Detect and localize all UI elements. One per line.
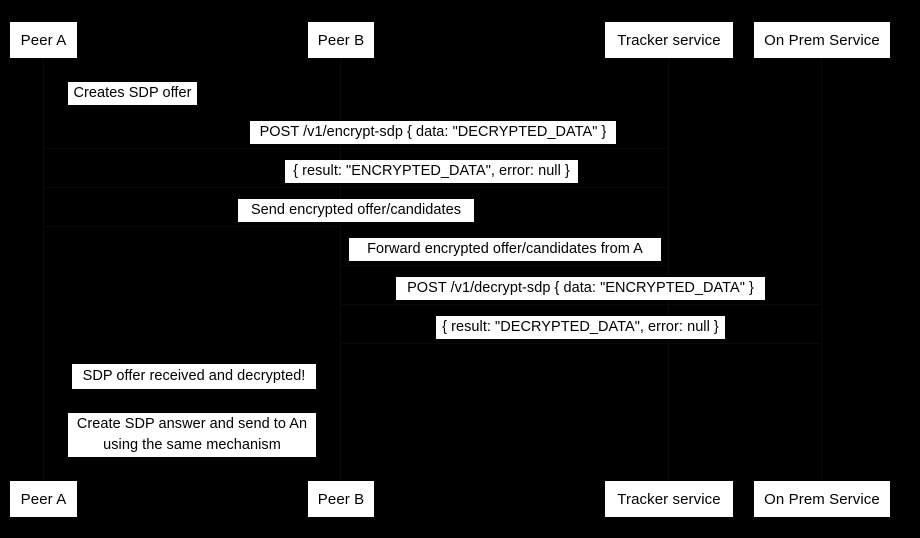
arrow-m2 (43, 148, 668, 149)
participant-on-prem-service-bottom[interactable]: On Prem Service (754, 481, 890, 517)
message-label-result-decrypted-data: { result: "DECRYPTED_DATA", error: null … (436, 316, 725, 339)
message-text: Forward encrypted offer/candidates from … (367, 240, 643, 257)
arrow-m5 (340, 265, 668, 266)
message-text: Send encrypted offer/candidates (250, 201, 462, 218)
message-label-create-sdp-answer: Create SDP answer and send to An using t… (68, 413, 316, 457)
participant-on-prem-service-top[interactable]: On Prem Service (754, 22, 890, 58)
message-label-creates-sdp-offer: Creates SDP offer (68, 82, 197, 105)
message-label-result-encrypted-data: { result: "ENCRYPTED_DATA", error: null … (285, 160, 578, 183)
participant-tracker-service-bottom[interactable]: Tracker service (605, 481, 733, 517)
participant-label: Tracker service (617, 31, 721, 49)
message-label-post-encrypt-sdp: POST /v1/encrypt-sdp { data: "DECRYPTED_… (250, 121, 616, 144)
arrow-m4 (43, 226, 340, 227)
participant-peer-a-top[interactable]: Peer A (10, 22, 77, 58)
arrow-m6 (340, 304, 821, 305)
message-text-line-2: using the same mechanism (103, 436, 281, 453)
participant-label: Peer A (20, 490, 67, 508)
message-text-line-1: Create SDP answer and send to An (76, 415, 308, 432)
message-label-sdp-offer-received: SDP offer received and decrypted! (72, 364, 316, 389)
lifeline-peer-b (340, 57, 341, 481)
participant-peer-a-bottom[interactable]: Peer A (10, 481, 77, 517)
arrow-m7 (340, 343, 821, 344)
message-label-forward-encrypted-offer: Forward encrypted offer/candidates from … (349, 238, 661, 261)
lifeline-peer-a (43, 57, 44, 481)
message-label-send-encrypted-offer: Send encrypted offer/candidates (238, 199, 474, 222)
message-text: { result: "ENCRYPTED_DATA", error: null … (293, 162, 570, 179)
participant-tracker-service-top[interactable]: Tracker service (605, 22, 733, 58)
message-text: POST /v1/encrypt-sdp { data: "DECRYPTED_… (259, 123, 607, 140)
message-label-post-decrypt-sdp: POST /v1/decrypt-sdp { data: "ENCRYPTED_… (396, 277, 765, 300)
arrow-m3 (43, 187, 668, 188)
participant-peer-b-top[interactable]: Peer B (308, 22, 374, 58)
participant-label: Peer A (20, 31, 67, 49)
participant-label: On Prem Service (764, 31, 880, 49)
message-text: Creates SDP offer (73, 84, 192, 101)
lifeline-tracker-service (668, 57, 669, 481)
participant-label: On Prem Service (764, 490, 880, 508)
message-text: { result: "DECRYPTED_DATA", error: null … (442, 318, 719, 335)
participant-label: Tracker service (617, 490, 721, 508)
message-text: SDP offer received and decrypted! (82, 367, 306, 384)
message-text: POST /v1/decrypt-sdp { data: "ENCRYPTED_… (407, 279, 754, 296)
lifeline-on-prem-service (821, 57, 822, 481)
participant-peer-b-bottom[interactable]: Peer B (308, 481, 374, 517)
participant-label: Peer B (317, 31, 365, 49)
participant-label: Peer B (317, 490, 365, 508)
